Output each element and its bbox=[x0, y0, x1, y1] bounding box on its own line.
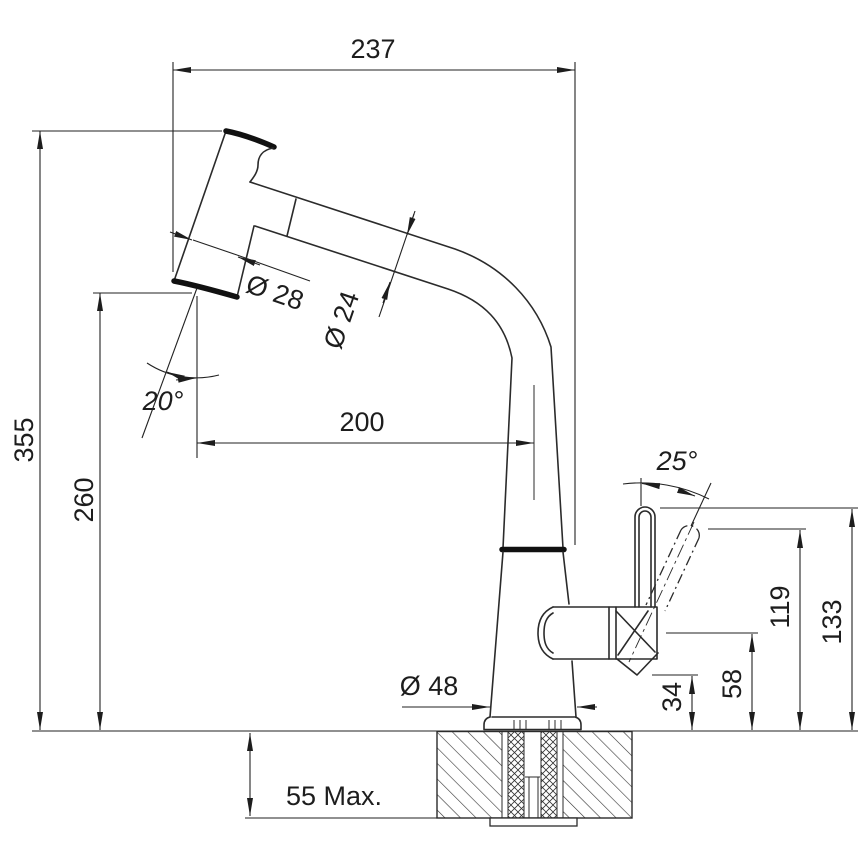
body-cone bbox=[483, 551, 582, 731]
spray-head bbox=[171, 128, 277, 300]
dim-119: 119 bbox=[708, 528, 806, 730]
dim-260-label: 260 bbox=[69, 477, 99, 522]
countertop-section bbox=[32, 730, 858, 827]
dim-dia48: Ø 48 bbox=[400, 671, 597, 710]
counter-hatch-right bbox=[563, 731, 632, 818]
valve-body bbox=[537, 606, 659, 676]
dim-dia24-label: Ø 24 bbox=[318, 288, 365, 353]
dim-133: 133 bbox=[660, 507, 858, 730]
base-gasket-ticks bbox=[513, 720, 562, 729]
dim-133-label: 133 bbox=[817, 599, 847, 644]
dim-angle-20: 20° bbox=[141, 287, 220, 439]
dim-355: 355 bbox=[9, 130, 222, 730]
counter-hatch-left bbox=[437, 731, 502, 818]
dim-200: 200 bbox=[196, 296, 534, 458]
dim-dia48-label: Ø 48 bbox=[400, 671, 459, 701]
dim-angle-25: 25° bbox=[622, 446, 712, 527]
dim-58-label: 58 bbox=[717, 669, 747, 699]
dim-119-label: 119 bbox=[765, 585, 795, 628]
threaded-shank bbox=[507, 731, 558, 819]
dim-dia24: Ø 24 bbox=[318, 210, 416, 353]
dim-dia28-label: Ø 28 bbox=[242, 269, 307, 316]
dim-34: 34 bbox=[652, 674, 698, 730]
dim-355-label: 355 bbox=[9, 417, 39, 462]
dim-237: 237 bbox=[172, 34, 576, 545]
faucet-outline bbox=[171, 128, 700, 731]
mounting-washer bbox=[489, 817, 578, 827]
lever-handle-tilted-phantom bbox=[628, 521, 700, 663]
dim-34-label: 34 bbox=[657, 682, 687, 712]
lever-handle bbox=[634, 506, 656, 608]
dim-20deg-label: 20° bbox=[142, 386, 184, 416]
dim-237-label: 237 bbox=[350, 34, 395, 64]
dim-55max-label: 55 Max. bbox=[286, 781, 382, 811]
dim-25deg-label: 25° bbox=[656, 446, 698, 476]
spout bbox=[249, 181, 567, 553]
dim-260: 260 bbox=[69, 292, 192, 730]
dim-55max: 55 Max. bbox=[247, 733, 382, 816]
hose-tail bbox=[525, 776, 540, 818]
dim-dia28: Ø 28 bbox=[169, 231, 311, 316]
dim-200-label: 200 bbox=[339, 407, 384, 437]
dim-58: 58 bbox=[666, 632, 758, 730]
